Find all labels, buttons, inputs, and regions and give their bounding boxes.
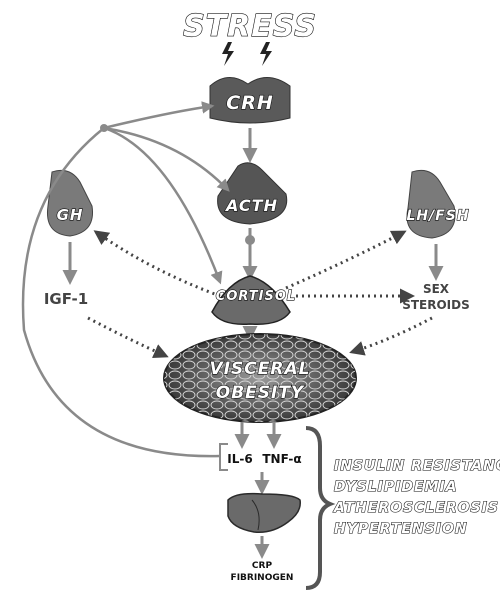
cortisol-to-gh-dotted-arrow xyxy=(93,230,221,298)
obesity-label: OBESITY xyxy=(216,383,305,403)
cortisol-to-lhfsh-dotted-arrow xyxy=(285,230,407,290)
outcome-hypertension: HYPERTENSION xyxy=(334,521,468,537)
tnf-label: TNF-α xyxy=(262,452,301,466)
sex-steroids-label-line2: STEROIDS xyxy=(402,298,470,312)
acth-label: ACTH xyxy=(224,196,278,215)
acth-inhibition-dot xyxy=(245,235,255,245)
stress-label: STRESS xyxy=(183,9,317,44)
lh-fsh-label: LH/FSH xyxy=(406,208,469,224)
crp-label: CRP xyxy=(252,561,273,571)
outcome-insulin-resistance: INSULIN RESISTANCE xyxy=(334,458,500,474)
hypothalamus-shape xyxy=(209,77,291,124)
cytokine-feedback-loop xyxy=(21,127,221,458)
outcomes-brace xyxy=(305,426,336,590)
crh-label: CRH xyxy=(226,92,273,114)
liver-icon xyxy=(227,492,301,534)
gh-gland-shape xyxy=(46,169,94,237)
gh-label: GH xyxy=(57,206,84,224)
fibrinogen-label: FIBRINOGEN xyxy=(231,573,294,583)
feedback-to-cortisol-arrow xyxy=(103,126,223,285)
visceral-fat-ellipse xyxy=(163,333,357,423)
sex-steroids-label-line1: SEX xyxy=(423,282,450,296)
outcome-dyslipidemia: DYSLIPIDEMIA xyxy=(334,479,458,495)
left-lightning-icon xyxy=(222,42,234,66)
cytokine-bracket xyxy=(219,443,228,471)
right-lightning-icon xyxy=(260,42,272,66)
igf1-label: IGF-1 xyxy=(44,290,88,308)
pituitary-shape xyxy=(217,162,288,225)
feedback-to-crh-arrow xyxy=(103,101,215,130)
il6-label: IL-6 xyxy=(227,452,252,466)
adrenal-shape xyxy=(211,275,291,325)
visceral-label: VISCERAL xyxy=(210,359,311,379)
sex-steroids-to-obesity-dotted-arrow xyxy=(349,316,433,356)
lh-fsh-gland-shape xyxy=(406,169,456,239)
outcome-atherosclerosis: ATHEROSCLEROSIS xyxy=(333,500,499,516)
cortisol-label: CORTISOL xyxy=(216,289,296,304)
feedback-to-acth-arrow xyxy=(103,126,230,192)
igf1-to-obesity-dotted-arrow xyxy=(87,316,169,358)
